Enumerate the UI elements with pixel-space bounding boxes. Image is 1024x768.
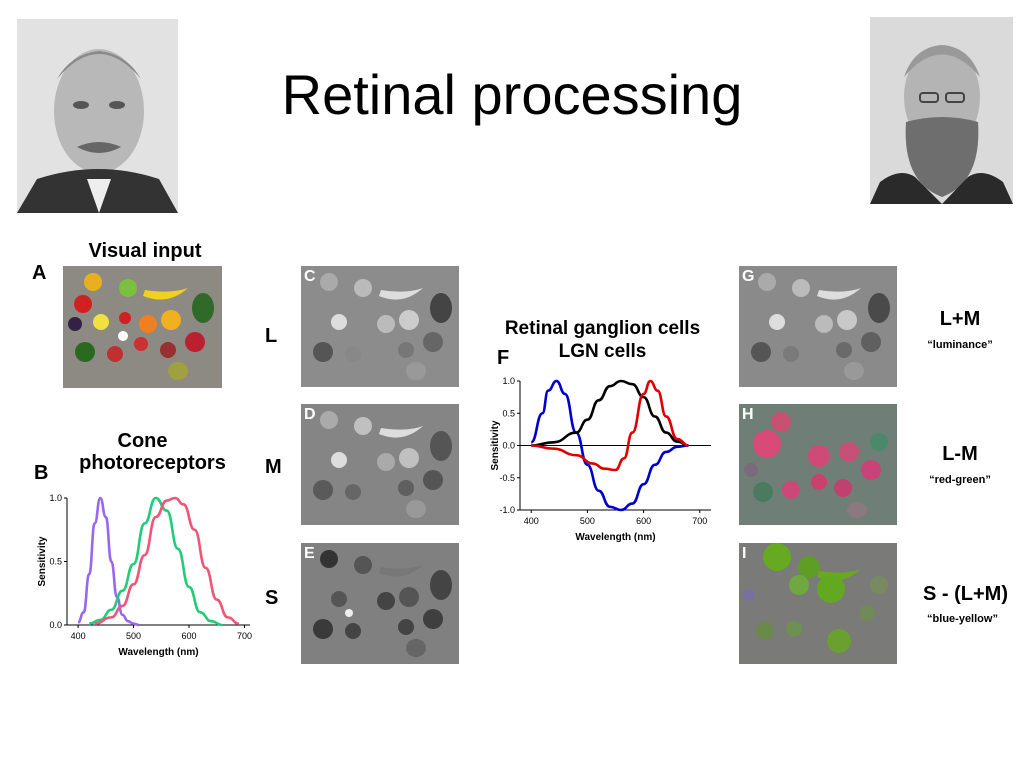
y-tick-label: 0.5: [49, 557, 62, 567]
x-tick-label: 700: [237, 631, 252, 641]
panel-letter-c: C: [304, 268, 316, 285]
x-tick-label: 500: [580, 516, 595, 526]
panel-letter-i: I: [742, 545, 747, 562]
blue-yellow-sublabel: “blue-yellow”: [927, 613, 998, 625]
red-green-sublabel: “red-green”: [929, 474, 991, 486]
red-green-image: [739, 404, 897, 525]
luminance-image: [739, 266, 897, 387]
panel-letter-b: B: [34, 462, 49, 484]
blue-yellow-label: S - (L+M): [923, 583, 1008, 605]
x-tick-label: 600: [636, 516, 651, 526]
y-tick-label: -0.5: [499, 473, 515, 483]
luminance-sublabel: “luminance”: [927, 339, 993, 351]
l-cone-image: [301, 266, 459, 387]
panel-letter-e: E: [304, 545, 315, 562]
ganglion-caption-line2: LGN cells: [558, 341, 647, 362]
x-tick-label: 400: [524, 516, 539, 526]
s-label: S: [265, 587, 279, 609]
panel-letter-a: A: [32, 262, 47, 284]
y-axis-label: Sensitivity: [37, 536, 48, 586]
x-axis-label: Wavelength (nm): [575, 532, 655, 543]
y-tick-label: 1.0: [49, 493, 62, 503]
page-title: Retinal processing: [281, 63, 743, 126]
y-axis-label: Sensitivity: [490, 420, 501, 470]
series-line-3: [531, 379, 689, 472]
x-tick-label: 700: [692, 516, 707, 526]
blue-yellow-image: [739, 543, 897, 664]
m-cone-image: [301, 404, 459, 525]
right-portrait: [870, 17, 1013, 204]
x-tick-label: 600: [181, 631, 196, 641]
y-tick-label: 0.0: [502, 441, 515, 451]
ganglion-caption-line1: Retinal ganglion cells: [504, 318, 701, 339]
y-tick-label: 0.5: [502, 408, 515, 418]
luminance-label: L+M: [939, 308, 981, 330]
ganglion-sensitivity-chart: 400 500 600 700 1.0 0.5 0.0 -0.5 -1.0Wavelength …: [490, 376, 711, 543]
visual-input-image: [63, 266, 222, 388]
l-label: L: [265, 325, 278, 347]
series-line-3: [94, 496, 240, 626]
x-tick-label: 500: [126, 631, 141, 641]
m-label: M: [265, 456, 282, 478]
series-line-1: [530, 379, 689, 512]
x-tick-label: 400: [71, 631, 86, 641]
s-cone-image: [301, 543, 459, 664]
left-portrait: [17, 19, 178, 213]
cone-caption-line2: photoreceptors: [79, 452, 226, 474]
panel-letter-f: F: [497, 347, 510, 369]
series-line-1: [77, 496, 140, 627]
red-green-label: L-M: [942, 443, 978, 465]
panel-letter-h: H: [742, 406, 754, 423]
y-tick-label: 0.0: [49, 620, 62, 630]
series-line-2: [531, 379, 689, 447]
panel-letter-d: D: [304, 406, 316, 423]
cone-caption-line1: Cone: [117, 430, 168, 452]
visual-input-caption: Visual input: [88, 240, 202, 262]
series-line-2: [89, 496, 223, 627]
y-tick-label: 1.0: [502, 376, 515, 386]
panel-letter-g: G: [742, 268, 755, 285]
y-tick-label: -1.0: [499, 505, 515, 515]
x-axis-label: Wavelength (nm): [118, 647, 198, 658]
